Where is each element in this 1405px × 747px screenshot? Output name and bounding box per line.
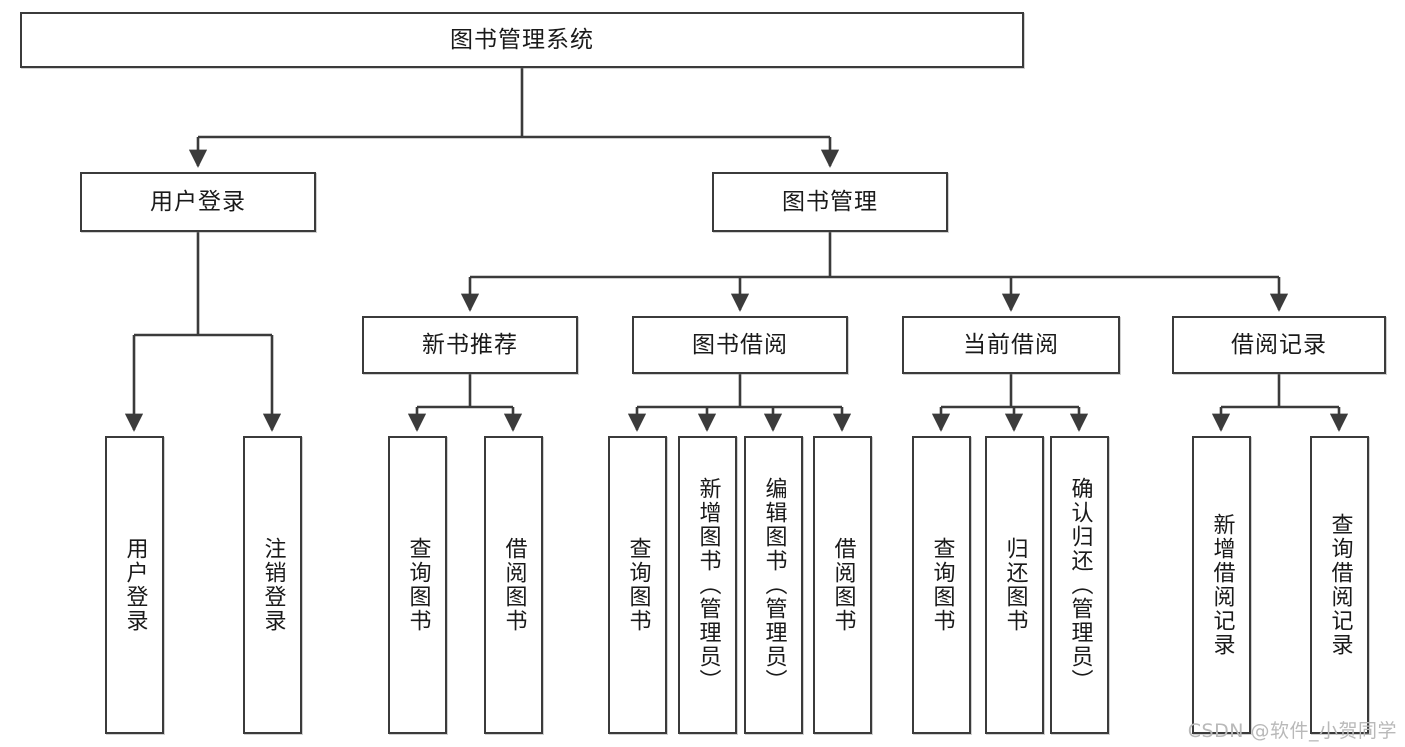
- csdn-watermark: CSDN @软件_小贺同学: [1187, 720, 1397, 742]
- leaf-node[interactable]: 查询借阅记录: [1310, 436, 1369, 734]
- leaf-label: 借阅图书: [501, 537, 527, 633]
- node-label: 用户登录: [150, 188, 246, 215]
- leaf-node[interactable]: 归还图书: [985, 436, 1044, 734]
- node-label: 新书推荐: [422, 331, 518, 358]
- leaf-node[interactable]: 注销登录: [243, 436, 302, 734]
- node-label: 当前借阅: [963, 331, 1059, 358]
- leaf-node[interactable]: 查询图书: [912, 436, 971, 734]
- leaf-node[interactable]: 查询图书: [608, 436, 667, 734]
- node-book-management[interactable]: 图书管理: [712, 172, 948, 232]
- node-current-borrowing[interactable]: 当前借阅: [902, 316, 1120, 374]
- node-label: 图书管理系统: [450, 26, 594, 53]
- leaf-label: 查询图书: [625, 537, 651, 633]
- node-label: 图书管理: [782, 188, 878, 215]
- node-label: 借阅记录: [1231, 331, 1327, 358]
- node-book-management-system[interactable]: 图书管理系统: [20, 12, 1024, 68]
- node-label: 图书借阅: [692, 331, 788, 358]
- node-book-borrowing[interactable]: 图书借阅: [632, 316, 848, 374]
- leaf-node[interactable]: 确认归还（管理员）: [1050, 436, 1109, 734]
- leaf-label: 用户登录: [122, 537, 148, 633]
- leaf-node[interactable]: 借阅图书: [484, 436, 543, 734]
- leaf-node[interactable]: 查询图书: [388, 436, 447, 734]
- node-user-login[interactable]: 用户登录: [80, 172, 316, 232]
- leaf-label: 查询图书: [405, 537, 431, 633]
- leaf-label: 编辑图书（管理员）: [761, 477, 787, 693]
- leaf-label: 查询借阅记录: [1327, 513, 1353, 657]
- leaf-node[interactable]: 编辑图书（管理员）: [744, 436, 803, 734]
- leaf-label: 确认归还（管理员）: [1067, 477, 1093, 693]
- leaf-label: 查询图书: [929, 537, 955, 633]
- node-new-book-recommendation[interactable]: 新书推荐: [362, 316, 578, 374]
- leaf-label: 新增图书（管理员）: [695, 477, 721, 693]
- leaf-node[interactable]: 借阅图书: [813, 436, 872, 734]
- leaf-node[interactable]: 新增借阅记录: [1192, 436, 1251, 734]
- leaf-label: 新增借阅记录: [1209, 513, 1235, 657]
- leaf-node[interactable]: 新增图书（管理员）: [678, 436, 737, 734]
- node-borrowing-records[interactable]: 借阅记录: [1172, 316, 1386, 374]
- leaf-label: 归还图书: [1002, 537, 1028, 633]
- leaf-label: 借阅图书: [830, 537, 856, 633]
- leaf-node[interactable]: 用户登录: [105, 436, 164, 734]
- leaf-label: 注销登录: [260, 537, 286, 633]
